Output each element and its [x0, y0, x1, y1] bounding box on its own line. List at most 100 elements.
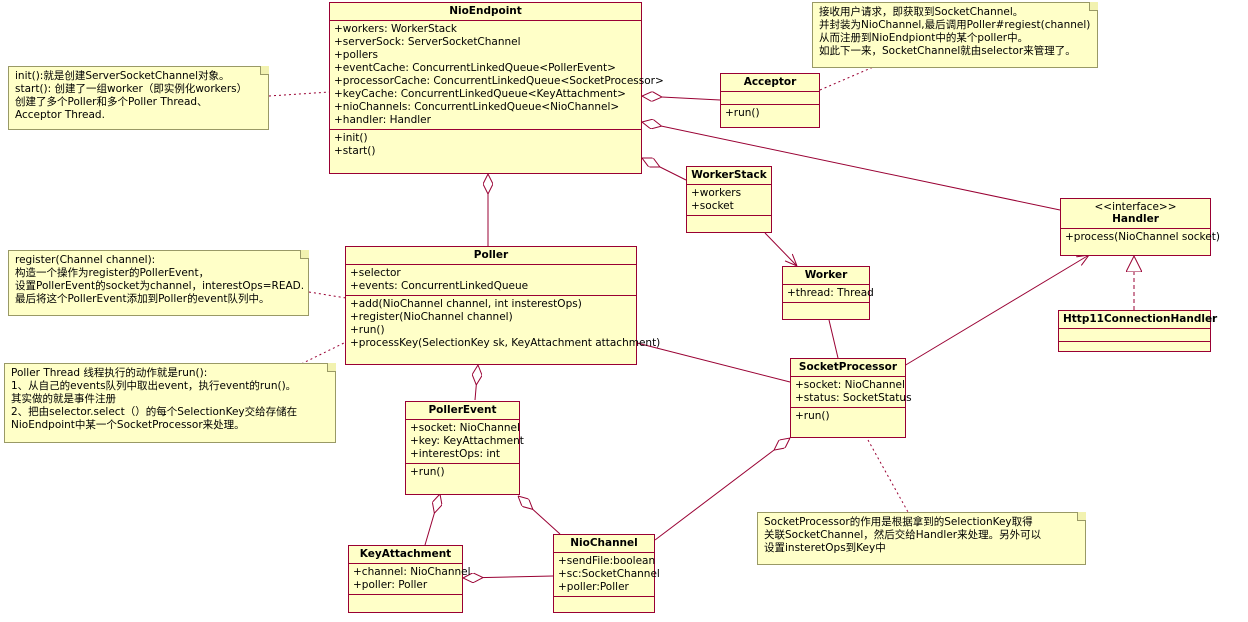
note-line: 设置PollerEvent的socket为channel，interestOps… — [15, 280, 305, 292]
attribute: +poller:Poller — [558, 581, 629, 593]
attribute: +interestOps: int — [410, 448, 501, 460]
note-line: 接收用户请求，即获取到SocketChannel。 — [819, 6, 1024, 18]
attributes — [721, 92, 819, 105]
operation: +start() — [334, 145, 376, 157]
link-worker-processor — [828, 319, 839, 359]
class-name: NioChannel — [554, 535, 654, 553]
attribute: +socket: NioChannel — [410, 422, 520, 434]
attribute: +eventCache: ConcurrentLinkedQueue<Polle… — [334, 62, 616, 74]
operations — [687, 216, 771, 228]
link-niochannel-processor — [654, 438, 790, 541]
link-poller-processor — [636, 342, 791, 383]
note-line: 设置insteretOps到Key中 — [764, 542, 886, 554]
class-name: NioEndpoint — [330, 3, 641, 21]
note-line: NioEndpoint中某一个SocketProcessor来处理。 — [11, 419, 245, 431]
operation: +register(NioChannel channel) — [350, 311, 513, 323]
class-niochannel[interactable]: NioChannel +sendFile:boolean +sc:SocketC… — [553, 534, 660, 613]
class-acceptor[interactable]: Acceptor +run() — [720, 73, 820, 128]
operations — [1059, 342, 1210, 354]
attribute: +socket: NioChannel — [795, 379, 905, 391]
link-pollerevent-niochannel — [518, 496, 561, 535]
operations: +run() — [406, 464, 519, 481]
class-socketprocessor[interactable]: SocketProcessor +socket: NioChannel +sta… — [790, 358, 912, 438]
note-init-start[interactable]: init():就是创建ServerSocketChannel对象。 start(… — [8, 66, 269, 130]
operations: +process(NioChannel socket) — [1061, 229, 1220, 246]
attribute: +nioChannels: ConcurrentLinkedQueue<NioC… — [334, 101, 620, 113]
class-workerstack[interactable]: WorkerStack +workers +socket — [686, 166, 772, 233]
attributes: +channel: NioChannel +poller: Poller — [349, 564, 471, 595]
attribute: +sc:SocketChannel — [558, 568, 660, 580]
class-handler[interactable]: <<interface>> Handler +process(NioChanne… — [1060, 198, 1220, 256]
link-endpoint-workerstack — [642, 158, 687, 181]
note-line: 1、从自己的events队列中取出event，执行event的run()。 — [11, 380, 297, 392]
attribute: +key: KeyAttachment — [410, 435, 524, 447]
class-name: <<interface>> Handler — [1061, 199, 1210, 229]
note-line: 关联SocketChannel，然后交给Handler来处理。另外可以 — [764, 529, 1042, 541]
class-name: Poller — [346, 247, 636, 265]
operations: +run() — [791, 408, 905, 425]
class-nioendpoint[interactable]: NioEndpoint +workers: WorkerStack +serve… — [329, 2, 664, 174]
operation: +run() — [410, 466, 445, 478]
note-line: Acceptor Thread. — [15, 109, 105, 121]
class-keyattachment[interactable]: KeyAttachment +channel: NioChannel +poll… — [348, 545, 471, 613]
stereotype: <<interface>> — [1094, 201, 1177, 213]
attributes: +socket: NioChannel +key: KeyAttachment … — [406, 420, 524, 464]
note-fold-icon — [260, 66, 269, 75]
class-name: PollerEvent — [406, 402, 519, 420]
note-line: SocketProcessor的作用是根据拿到的SelectionKey取得 — [764, 516, 1033, 528]
operations: +init() +start() — [330, 130, 641, 160]
note-line: 如此下一来，SocketChannel就由selector来管理了。 — [819, 45, 1076, 57]
attributes: +workers +socket — [687, 185, 771, 216]
attribute: +selector — [350, 267, 401, 279]
link-endpoint-acceptor — [642, 96, 721, 100]
attribute: +poller: Poller — [353, 579, 428, 591]
class-http11connectionhandler[interactable]: Http11ConnectionHandler — [1058, 310, 1217, 354]
link-niochannel-keyattachment — [463, 576, 554, 578]
attribute: +socket — [691, 200, 734, 212]
operation: +run() — [350, 324, 385, 336]
class-name: SocketProcessor — [791, 359, 905, 377]
note-line: start(): 创建了一组worker（即实例化workers） — [15, 83, 248, 95]
note-line: 并封装为NioChannel,最后调用Poller#regiest(channe… — [819, 19, 1091, 31]
operation: +run() — [725, 107, 760, 119]
link-note-init — [268, 91, 331, 97]
note-register[interactable]: register(Channel channel): 构造一个操作为regist… — [8, 250, 309, 316]
note-fold-icon — [1077, 512, 1086, 521]
class-name: Acceptor — [721, 74, 819, 92]
note-acceptor[interactable]: 接收用户请求，即获取到SocketChannel。 并封装为NioChannel… — [812, 2, 1098, 68]
class-worker[interactable]: Worker +thread: Thread — [782, 266, 874, 320]
note-line: 从而注册到NioEndpiont中的某个poller中。 — [819, 32, 1029, 44]
class-name-text: Handler — [1112, 213, 1159, 225]
operation: +run() — [795, 410, 830, 422]
link-endpoint-handler — [642, 122, 1061, 211]
attribute: +pollers — [334, 49, 378, 61]
note-line: 其实做的就是事件注册 — [11, 393, 116, 405]
attribute: +workers — [691, 187, 742, 199]
attribute: +events: ConcurrentLinkedQueue — [350, 280, 529, 292]
note-run[interactable]: Poller Thread 线程执行的动作就是run(): 1、从自己的even… — [4, 363, 336, 443]
class-pollerevent[interactable]: PollerEvent +socket: NioChannel +key: Ke… — [405, 401, 524, 495]
class-name: WorkerStack — [687, 167, 771, 185]
operation: +processKey(SelectionKey sk, KeyAttachme… — [350, 337, 661, 349]
operations — [349, 595, 462, 607]
link-pollerevent-keyattachment — [424, 494, 440, 546]
note-fold-icon — [300, 250, 309, 259]
note-fold-icon — [327, 363, 336, 372]
attributes: +socket: NioChannel +status: SocketStatu… — [791, 377, 912, 408]
note-socketprocessor[interactable]: SocketProcessor的作用是根据拿到的SelectionKey取得 关… — [757, 512, 1086, 565]
link-processor-handler — [903, 255, 1089, 367]
note-fold-icon — [1089, 2, 1098, 11]
class-name: Http11ConnectionHandler — [1059, 311, 1217, 329]
operation: +process(NioChannel socket) — [1065, 231, 1220, 243]
note-line: register(Channel channel): — [15, 254, 156, 266]
class-poller[interactable]: Poller +selector +events: ConcurrentLink… — [345, 246, 661, 365]
class-name: Worker — [783, 267, 869, 285]
attributes — [1059, 329, 1210, 342]
attributes: +selector +events: ConcurrentLinkedQueue — [346, 265, 636, 296]
attributes: +workers: WorkerStack +serverSock: Serve… — [330, 21, 664, 130]
note-line: 构造一个操作为register的PollerEvent， — [15, 267, 210, 279]
note-line: 最后将这个PollerEvent添加到Poller的event队列中。 — [15, 293, 270, 305]
attribute: +sendFile:boolean — [558, 555, 656, 567]
link-workerstack-worker — [764, 232, 797, 266]
